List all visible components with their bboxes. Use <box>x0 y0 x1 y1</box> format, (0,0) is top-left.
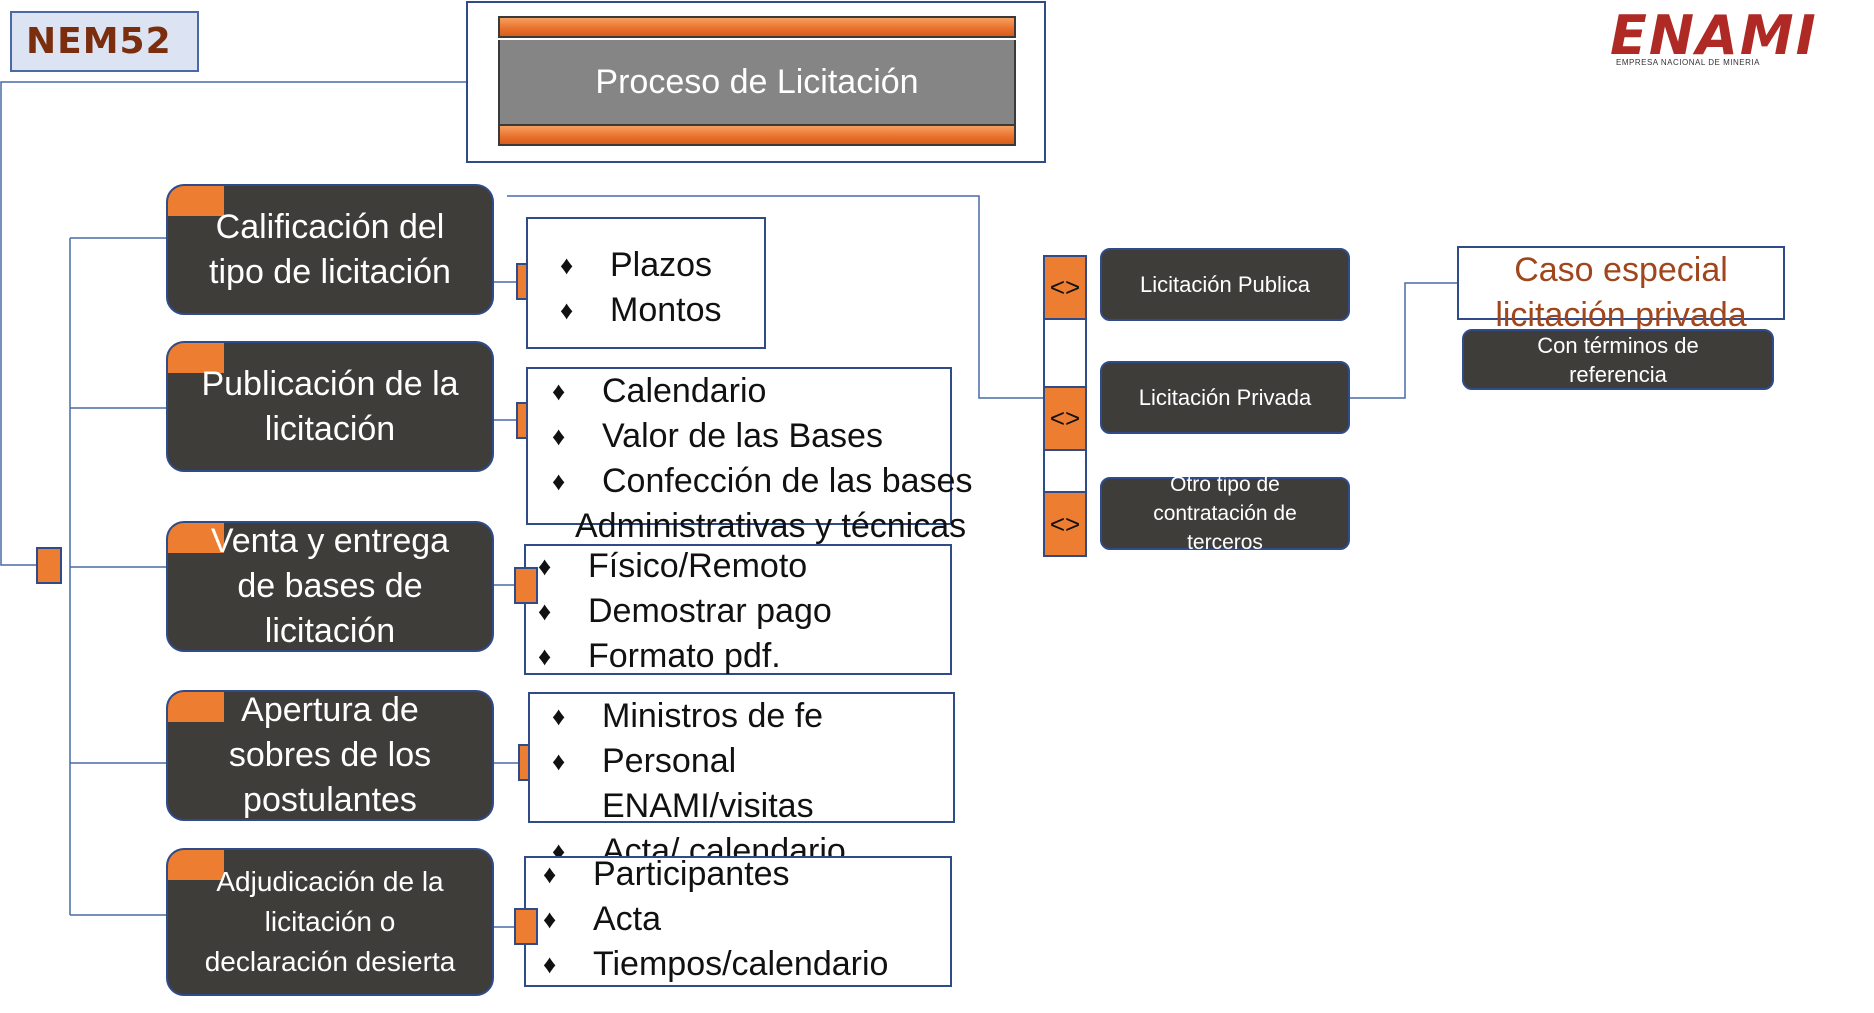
step-label: Venta y entrega de bases de licitación <box>210 522 450 650</box>
details-apertura: Ministros de fe Personal Acta/ calendari… <box>528 692 955 874</box>
step-label: Adjudicación de la licitación o declarac… <box>204 866 456 977</box>
step-corner-marker <box>168 186 224 216</box>
detail-item: Personal <box>552 739 846 784</box>
enami-logo: ENAMI EMPRESA NACIONAL DE MINERIA <box>1610 4 1872 68</box>
step-apertura: Apertura de sobres de los postulantes <box>166 690 494 821</box>
detail-item: Confección de las bases <box>552 459 972 504</box>
detail-item: Plazos <box>560 243 722 288</box>
step-corner-marker <box>168 692 224 722</box>
option-marker: <> <box>1043 386 1087 451</box>
detail-item: Demostrar pago <box>538 589 832 634</box>
step-venta-entrega: Venta y entrega de bases de licitación <box>166 521 494 652</box>
step-corner-marker <box>168 850 224 880</box>
page-title: Proceso de Licitación <box>498 40 1016 124</box>
option-otro-tipo: Otro tipo de contratación de terceros <box>1100 473 1350 554</box>
step-corner-marker <box>168 523 224 553</box>
root-connector-node <box>36 547 62 584</box>
logo-wordmark: ENAMI <box>1610 4 1818 67</box>
detail-item: Calendario <box>552 369 972 414</box>
step-adjudicacion: Adjudicación de la licitación o declarac… <box>166 848 494 996</box>
step-connector-node <box>514 567 538 604</box>
detail-continuation: Administrativas y técnicas <box>575 507 967 545</box>
title-frame: Proceso de Licitación <box>466 1 1046 163</box>
option-licitacion-publica: Licitación Publica <box>1100 248 1350 321</box>
step-corner-marker <box>168 343 224 373</box>
details-calificacion: Plazos Montos <box>526 217 766 349</box>
step-label: Calificación del tipo de licitación <box>209 207 451 291</box>
slide-code: NEM52 <box>26 21 172 62</box>
detail-item: Físico/Remoto <box>538 544 832 589</box>
step-connector-node <box>514 908 538 945</box>
step-calificacion: Calificación del tipo de licitación <box>166 184 494 315</box>
detail-item: Ministros de fe <box>552 694 846 739</box>
detail-item: Tiempos/calendario <box>543 942 888 987</box>
title-bar-top <box>498 16 1016 38</box>
details-adjudicacion: Participantes Acta Tiempos/calendario <box>524 852 952 987</box>
title-bar-bottom <box>498 124 1016 146</box>
special-case-subtitle: Con términos de referencia <box>1462 329 1774 390</box>
logo-subtitle: EMPRESA NACIONAL DE MINERIA <box>1616 58 1760 67</box>
step-label: Publicación de la licitación <box>201 364 459 448</box>
details-venta-entrega: Físico/Remoto Demostrar pago Formato pdf… <box>524 544 952 679</box>
detail-item: Acta <box>543 897 888 942</box>
detail-item: Formato pdf. <box>538 634 832 679</box>
detail-item: Montos <box>560 288 722 333</box>
special-case-title: Caso especial licitación privada <box>1457 246 1785 334</box>
slide-code-badge: NEM52 <box>10 11 199 72</box>
option-licitacion-privada: Licitación Privada <box>1100 361 1350 434</box>
detail-item: Participantes <box>543 852 888 897</box>
option-marker: <> <box>1043 255 1087 320</box>
step-publicacion: Publicación de la licitación <box>166 341 494 472</box>
details-publicacion: Calendario Valor de las Bases Confección… <box>526 367 972 545</box>
detail-continuation: ENAMI/visitas <box>602 787 814 825</box>
option-marker: <> <box>1043 491 1087 557</box>
detail-item: Valor de las Bases <box>552 414 972 459</box>
step-label: Apertura de sobres de los postulantes <box>228 691 432 819</box>
